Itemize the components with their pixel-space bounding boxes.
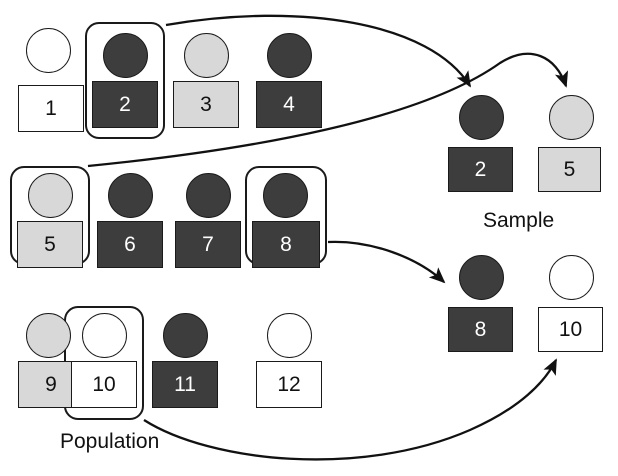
sample-label: Sample [483, 209, 555, 232]
unit-circle [549, 255, 594, 300]
population-item-7[interactable]: 7 [175, 173, 245, 273]
population-item-3[interactable]: 3 [173, 33, 243, 133]
unit-box: 2 [448, 147, 513, 192]
unit-circle [267, 313, 312, 358]
population-item-4[interactable]: 4 [256, 33, 326, 133]
unit-circle [459, 255, 504, 300]
population-item-8[interactable]: 8 [252, 173, 322, 273]
population-item-2[interactable]: 2 [92, 33, 162, 133]
sample-item-2[interactable]: 2 [448, 95, 518, 195]
unit-circle [108, 173, 153, 218]
population-item-11[interactable]: 11 [152, 313, 222, 413]
unit-circle [26, 28, 71, 73]
unit-box: 4 [256, 81, 322, 128]
unit-circle [28, 173, 73, 218]
unit-box: 7 [175, 221, 241, 268]
unit-circle [186, 173, 231, 218]
unit-box: 1 [18, 85, 84, 132]
unit-circle [103, 33, 148, 78]
unit-box: 2 [92, 81, 158, 128]
population-item-5[interactable]: 5 [17, 173, 87, 273]
unit-box: 5 [538, 147, 601, 192]
unit-box: 8 [252, 221, 320, 268]
unit-box: 6 [97, 221, 163, 268]
unit-circle [263, 173, 308, 218]
population-item-10[interactable]: 10 [71, 313, 141, 413]
unit-circle [82, 313, 127, 358]
population-item-1[interactable]: 1 [18, 28, 88, 136]
unit-box: 10 [71, 361, 137, 408]
unit-circle [267, 33, 312, 78]
unit-box: 3 [173, 81, 239, 128]
population-label: Population [60, 430, 160, 453]
unit-box: 10 [538, 307, 603, 352]
unit-circle [26, 313, 71, 358]
sample-item-8[interactable]: 8 [448, 255, 518, 355]
population-item-12[interactable]: 12 [256, 313, 326, 413]
unit-circle [184, 33, 229, 78]
unit-box: 5 [17, 221, 83, 268]
unit-circle [549, 95, 594, 140]
unit-box: 8 [448, 307, 513, 352]
unit-circle [459, 95, 504, 140]
unit-circle [163, 313, 208, 358]
population-item-6[interactable]: 6 [97, 173, 167, 273]
unit-box: 12 [256, 361, 322, 408]
arrow-item-8-to-sample [327, 240, 446, 284]
unit-box: 11 [152, 361, 218, 408]
sample-item-5[interactable]: 5 [538, 95, 608, 195]
sample-item-10[interactable]: 10 [538, 255, 608, 355]
